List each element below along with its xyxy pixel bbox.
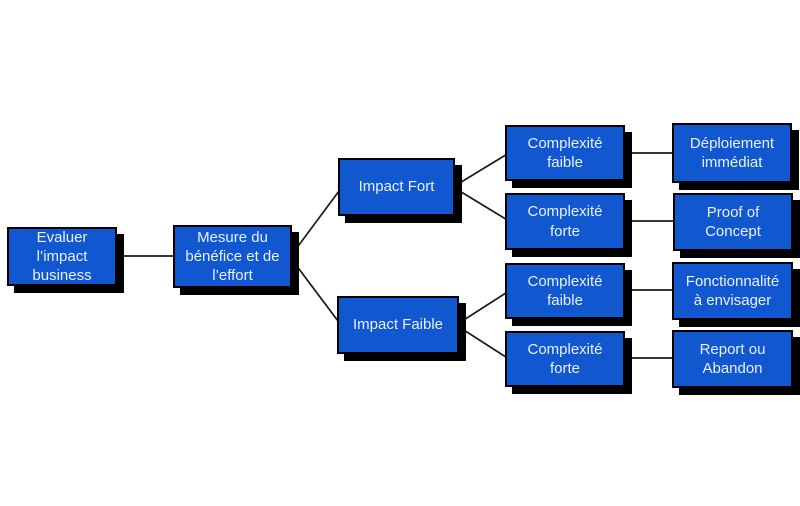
- node-label: Complexité faible: [527, 272, 603, 309]
- edge-mesure-to-impact-fort: [289, 186, 343, 258]
- node-fonctionnalite-a-envisager: Fonctionnalité à envisager: [672, 262, 793, 320]
- node-label: Complexité forte: [527, 203, 603, 240]
- node-label: Report ou Abandon: [699, 340, 766, 377]
- edge-impact-fort-to-complexite-faible: [452, 152, 510, 188]
- node-evaluer-impact-business: Evaluer l’impact business: [7, 227, 117, 286]
- node-complexite-faible-sous-impact-faible: Complexité faible: [505, 263, 625, 319]
- node-complexite-faible-sous-impact-fort: Complexité faible: [505, 125, 625, 181]
- node-label: Mesure du bénéfice et de l’effort: [185, 228, 280, 285]
- node-complexite-forte-sous-impact-fort: Complexité forte: [505, 193, 625, 250]
- node-label: Proof of Concept: [705, 203, 761, 240]
- edge-impact-fort-to-complexite-forte: [452, 186, 510, 222]
- node-label: Impact Fort: [358, 178, 435, 196]
- node-deploiement-immediat: Déploiement immédiat: [672, 123, 792, 183]
- node-label: Evaluer l’impact business: [32, 228, 92, 285]
- node-label: Complexité faible: [527, 134, 603, 171]
- node-complexite-forte-sous-impact-faible: Complexité forte: [505, 331, 625, 387]
- edge-impact-faible-to-complexite-faible: [455, 290, 510, 326]
- edge-mesure-to-impact-faible: [289, 256, 342, 326]
- node-label: Déploiement immédiat: [689, 134, 775, 171]
- node-label: Complexité forte: [527, 340, 603, 377]
- node-impact-fort: Impact Fort: [338, 158, 455, 216]
- node-proof-of-concept: Proof of Concept: [673, 193, 793, 251]
- node-report-ou-abandon: Report ou Abandon: [672, 330, 793, 388]
- edge-impact-faible-to-complexite-forte: [455, 324, 510, 360]
- node-mesure-benefice-effort: Mesure du bénéfice et de l’effort: [173, 225, 292, 288]
- node-label: Impact Faible: [352, 316, 444, 334]
- node-impact-faible: Impact Faible: [337, 296, 459, 354]
- node-label: Fonctionnalité à envisager: [685, 272, 780, 309]
